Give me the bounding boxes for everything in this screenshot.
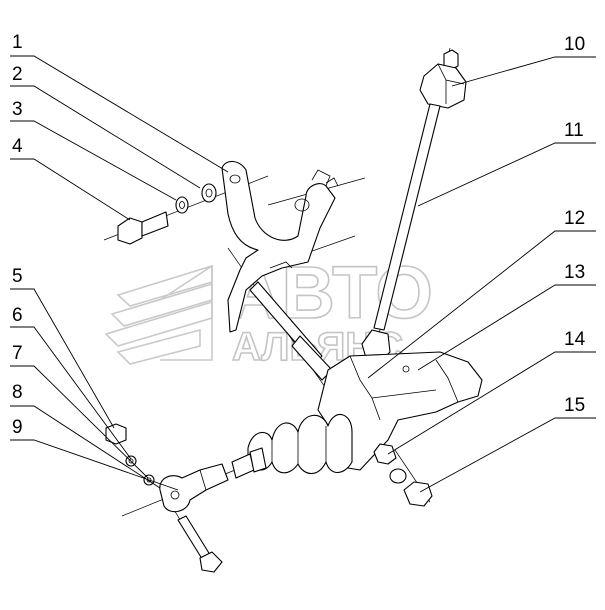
- callout-8: 8: [12, 382, 23, 403]
- callout-13: 13: [564, 262, 585, 283]
- callout-7: 7: [12, 343, 23, 364]
- watermark-emblem-icon: [104, 264, 213, 365]
- nut-15: [403, 481, 433, 507]
- clevis-pin: [177, 515, 223, 573]
- callout-11: 11: [564, 120, 584, 141]
- callout-15: 15: [564, 395, 585, 416]
- nut-5: [105, 423, 127, 445]
- bolt-4: [117, 211, 169, 245]
- callout-4: 4: [12, 136, 23, 157]
- spring-washer-3: [175, 196, 189, 214]
- callout-labels: 1 2 3 4 5 6 7 8 9 10 11 12 13 14 15: [12, 32, 586, 438]
- clevis-fork-9: [159, 463, 229, 513]
- callout-9: 9: [12, 417, 23, 438]
- callout-10: 10: [564, 34, 585, 55]
- nut-14: [373, 443, 407, 484]
- leader-lines: [10, 55, 596, 493]
- threaded-rod: [231, 447, 267, 479]
- callout-2: 2: [12, 64, 23, 85]
- callout-3: 3: [12, 99, 23, 120]
- callout-12: 12: [564, 208, 585, 229]
- push-rod: [249, 281, 333, 381]
- callout-6: 6: [12, 305, 23, 326]
- clutch-fork-lever: [221, 160, 339, 333]
- washer-2: [201, 183, 217, 203]
- union-nut-10: [419, 49, 467, 109]
- callout-5: 5: [12, 266, 23, 287]
- hydraulic-pipe-11: [373, 103, 441, 331]
- rubber-boot: [247, 414, 353, 475]
- callout-1: 1: [12, 32, 23, 53]
- callout-14: 14: [564, 329, 586, 350]
